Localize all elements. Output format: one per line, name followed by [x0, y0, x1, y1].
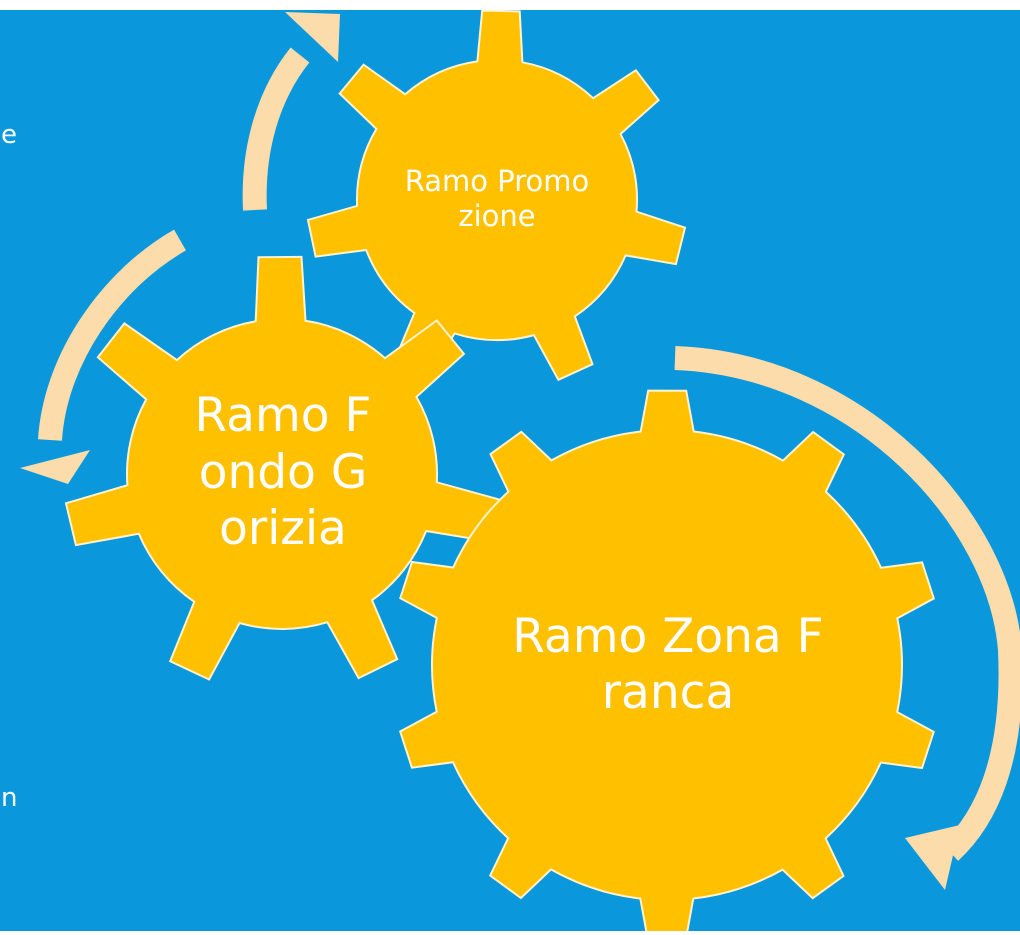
clipped-text-fragment: n — [1, 783, 18, 813]
cycle-arrow-right-head — [905, 825, 960, 890]
clipped-text-fragment: e — [1, 120, 17, 150]
gear-fondo-gorizia — [64, 255, 500, 681]
gear-label-fondo-gorizia: Ramo Fondo Gorizia — [194, 388, 372, 557]
cycle-arrow-top — [242, 47, 310, 211]
gear-label-promozione: Ramo Promozione — [404, 164, 590, 233]
gears — [64, 9, 936, 935]
gear-zona-franca — [398, 389, 936, 935]
cycle-arrow-left-head — [20, 450, 90, 484]
cycle-arrow-left — [38, 229, 187, 441]
cycle-arrow-top-head — [285, 12, 340, 62]
gear-promozione — [306, 9, 687, 382]
cycle-arrow-right — [674, 346, 1020, 861]
gear-label-zona-franca: Ramo Zona Franca — [512, 608, 824, 720]
cycle-arrows — [20, 12, 1020, 890]
